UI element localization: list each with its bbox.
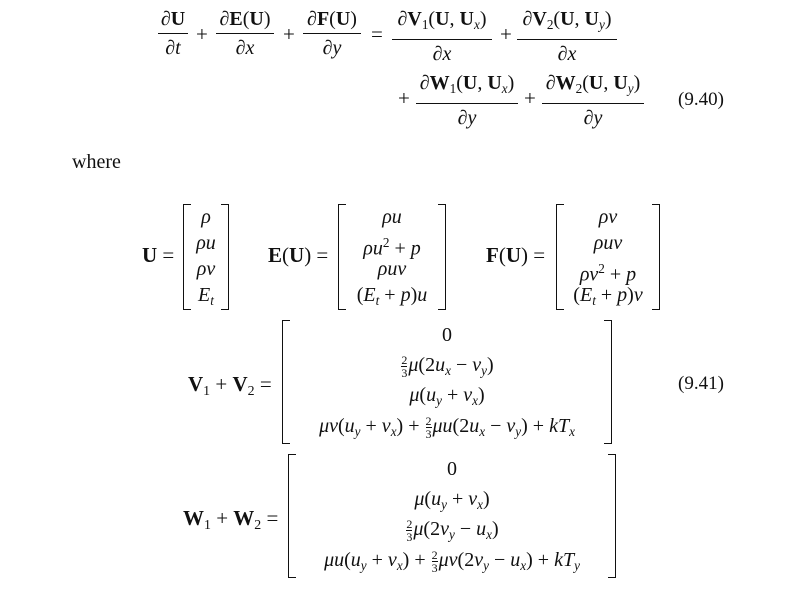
where-label: where xyxy=(72,151,121,173)
denominator: ∂t xyxy=(165,37,181,59)
frac-dW1-dy: ∂W1(U, Ux) ∂y xyxy=(416,72,518,129)
U-entry: ρ xyxy=(201,206,211,228)
frac-dF-dy: ∂F(U) ∂y xyxy=(303,8,361,59)
frac-dV2-dx: ∂V2(U, Uy) ∂x xyxy=(517,8,617,65)
E-entry: ρuv xyxy=(377,258,407,280)
E-vector: ρu ρu2 + p ρuv (Et + p)u xyxy=(338,204,446,310)
E-entry: (Et + p)u xyxy=(356,284,428,308)
F-entry: ρv xyxy=(598,206,618,228)
equation-number-9-40: (9.40) xyxy=(678,89,724,110)
E-entry: ρu2 + p xyxy=(363,235,421,260)
frac-dE-dx: ∂E(U) ∂x xyxy=(216,8,274,59)
F-entry: ρuv xyxy=(593,232,623,254)
F-entry: (Et + p)v xyxy=(573,284,643,308)
frac-dV1-dx: ∂V1(U, Ux) ∂x xyxy=(392,8,492,65)
plus-sign: + xyxy=(500,22,512,46)
frac-dU-dt: ∂U ∂t xyxy=(158,8,188,59)
F-label: F(U) = xyxy=(486,243,546,267)
plus-sign: + xyxy=(524,86,536,110)
W-entry: 0 xyxy=(447,458,457,480)
equals-sign: = xyxy=(371,22,383,46)
E-label: E(U) = xyxy=(268,243,329,267)
W-entry: μ(uy + vx) xyxy=(414,488,490,512)
U-entry: ρu xyxy=(196,232,216,254)
V-entry: μ(uy + vx) xyxy=(409,384,485,408)
U-label: U = xyxy=(142,243,175,267)
frac-dW2-dy: ∂W2(U, Uy) ∂y xyxy=(542,72,644,129)
plus-sign: + xyxy=(283,22,295,46)
plus-sign: + xyxy=(398,86,410,110)
plus-sign: + xyxy=(196,22,208,46)
F-entry: ρv2 + p xyxy=(579,261,637,286)
numerator: ∂U xyxy=(160,8,186,30)
equation-number-9-41: (9.41) xyxy=(678,373,724,394)
U-vector: ρ ρu ρv Et xyxy=(183,204,229,310)
U-entry: ρv xyxy=(196,258,216,280)
W-sum-label: W1 + W2 = xyxy=(183,506,279,533)
U-entry: Et xyxy=(198,284,214,308)
E-entry: ρu xyxy=(382,206,402,228)
F-vector: ρv ρuv ρv2 + p (Et + p)v xyxy=(556,204,660,310)
V-entry: 0 xyxy=(442,324,452,346)
V-sum-label: V1 + V2 = xyxy=(188,372,272,399)
